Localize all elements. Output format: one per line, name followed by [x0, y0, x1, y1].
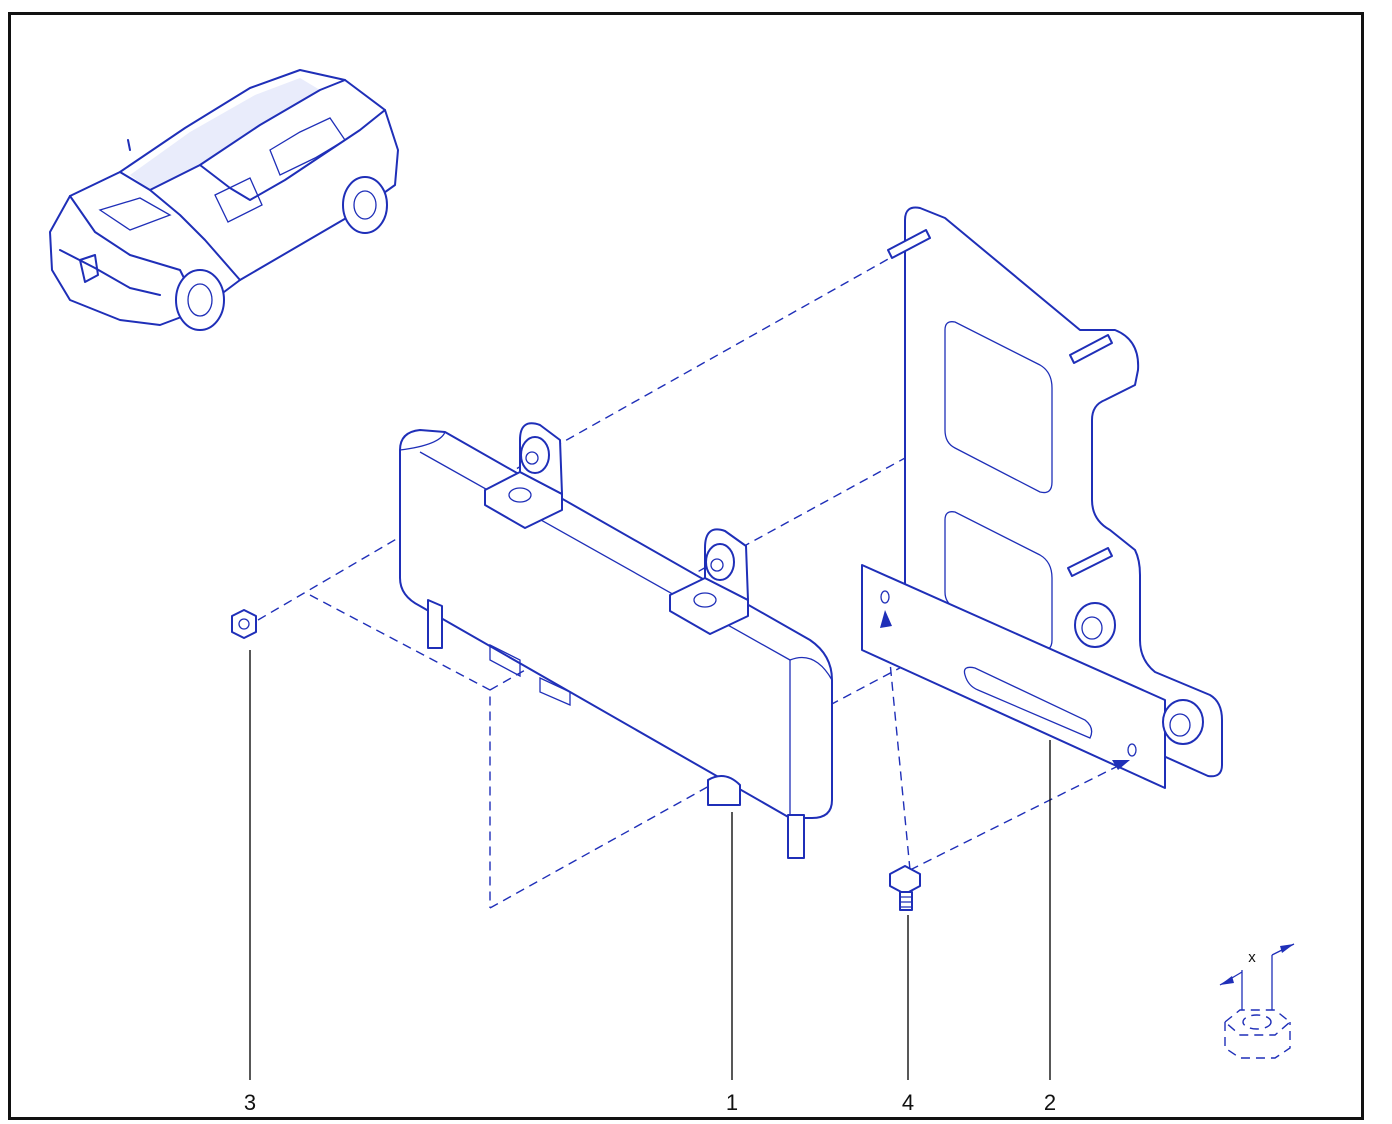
dimension-x-label: x: [1248, 949, 1256, 966]
vehicle-thumbnail-icon: [49, 69, 399, 331]
callout-number-4: 4: [902, 1090, 914, 1115]
assembly-arrows: [880, 610, 1130, 770]
callout-leaders: [249, 650, 1051, 1080]
callout-number-1: 1: [726, 1090, 738, 1115]
callout-number-2: 2: [1044, 1090, 1056, 1115]
nut-part-3: [231, 609, 257, 639]
callout-number-3: 3: [244, 1090, 256, 1115]
mounting-bracket-part-2: [861, 206, 1223, 789]
nut-dimension-icon: [1219, 943, 1295, 1059]
bolt-part-4: [889, 865, 921, 911]
housing-part-1: [399, 422, 833, 859]
